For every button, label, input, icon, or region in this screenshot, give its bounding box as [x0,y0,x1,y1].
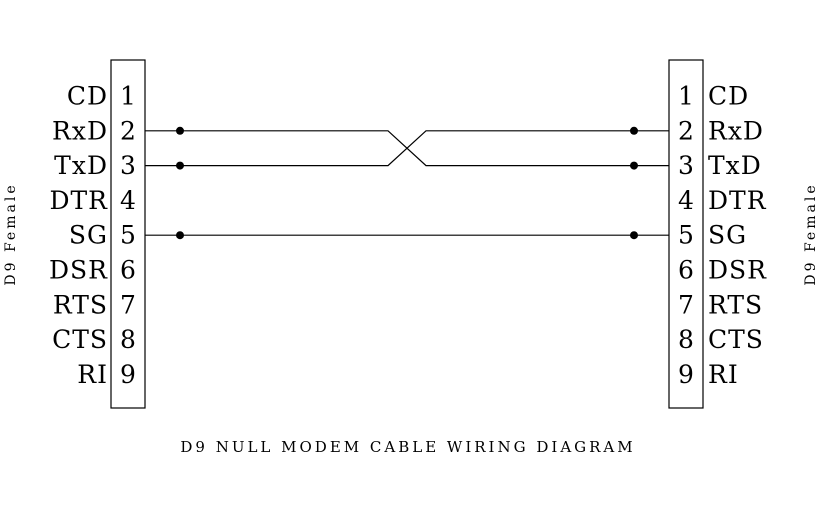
right-junction-dot [630,231,638,240]
right-pin-number: 3 [678,151,694,180]
right-connector-box [668,59,704,409]
left-pin-number: 3 [120,151,136,180]
left-connector-box [110,59,146,409]
right-signal-label: RxD [708,116,764,145]
right-signal-label: DTR [708,186,767,215]
right-signal-label: CTS [708,325,764,354]
wire [145,130,669,167]
left-signal-label: DSR [49,256,108,285]
left-connector-label: D9 Female [3,182,19,285]
right-pin-number: 8 [678,325,694,354]
left-pin-number: 1 [120,82,136,111]
right-pin-number: 2 [678,116,694,145]
right-signal-label: SG [708,221,747,250]
right-signal-label: RI [708,360,739,389]
wire-list [145,126,669,240]
right-pin-number: 4 [678,186,694,215]
left-signal-label: CTS [52,325,108,354]
left-pin-number: 8 [120,325,136,354]
left-pin-number: 5 [120,221,136,250]
left-junction-dot [176,231,184,240]
right-junction-dot [630,126,638,135]
right-signal-label: DSR [708,256,767,285]
left-pin-number: 9 [120,360,136,389]
left-pin-number: 4 [120,186,136,215]
left-pin-number: 2 [120,116,136,145]
right-connector-label: D9 Female [803,182,819,285]
left-junction-dot [176,161,184,170]
right-signal-label: TxD [708,151,762,180]
left-signal-label: DTR [49,186,108,215]
right-signal-label: RTS [708,290,763,319]
left-signal-label: TxD [54,151,108,180]
left-signal-label: CD [67,82,108,111]
left-signal-label: RI [77,360,108,389]
left-pin-number: 6 [120,256,136,285]
diagram-title: D9 NULL MODEM CABLE WIRING DIAGRAM [180,438,635,456]
right-pin-number: 9 [678,360,694,389]
right-pin-number: 1 [678,82,694,111]
right-pin-number: 7 [678,290,694,319]
right-pin-number: 6 [678,256,694,285]
right-pin-number: 5 [678,221,694,250]
left-signal-label: RTS [53,290,108,319]
left-pin-number: 7 [120,290,136,319]
right-pin-list: 1 CD 2 RxD 3 TxD 4 DTR 5 SG 6 DSR 7 RTS 8 CTS 9 RI [678,82,767,389]
left-signal-label: RxD [52,116,108,145]
left-junction-dot [176,126,184,135]
right-junction-dot [630,161,638,170]
left-signal-label: SG [69,221,108,250]
right-signal-label: CD [708,82,749,111]
